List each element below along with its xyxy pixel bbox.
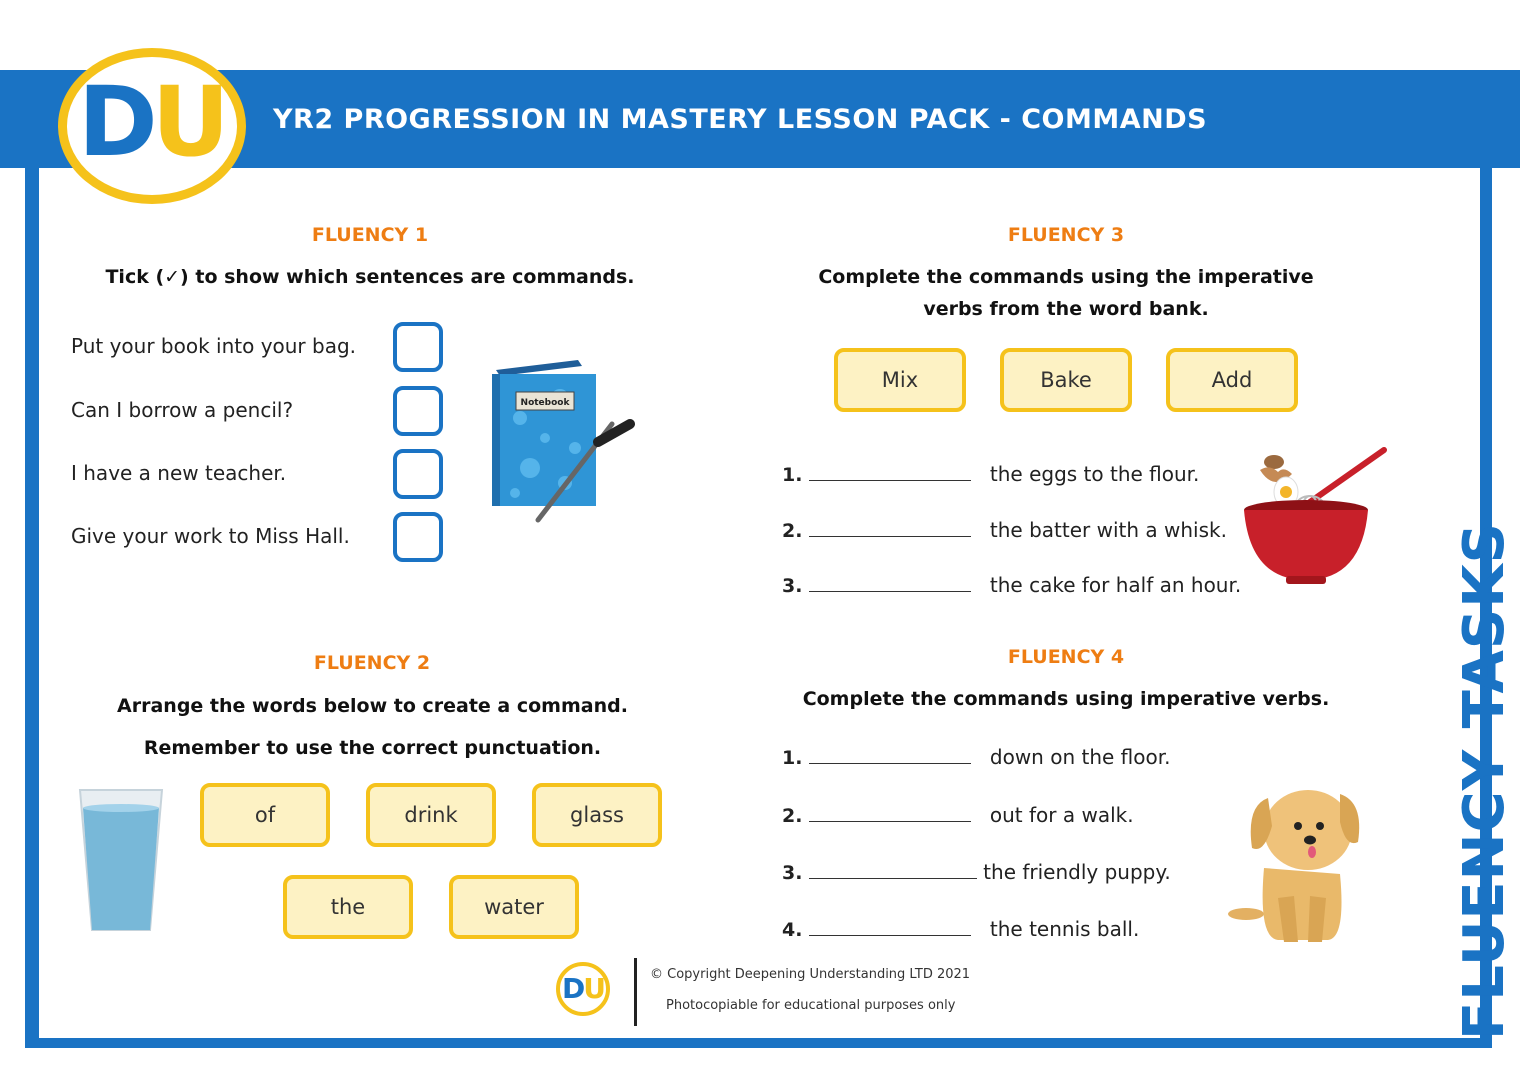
logo-letter-u: U	[151, 66, 230, 178]
word-card[interactable]: of	[200, 783, 330, 847]
word-bank-card[interactable]: Bake	[1000, 348, 1132, 412]
item-number: 2.	[782, 805, 803, 827]
fluency4-item: 1. down on the floor.	[782, 745, 1170, 769]
item-text: the tennis ball.	[989, 917, 1140, 941]
frame-left-border	[25, 168, 39, 1048]
fluency1-title: FLUENCY 1	[311, 224, 429, 246]
fluency1-instruction: Tick (✓) to show which sentences are com…	[105, 266, 635, 288]
tick-box[interactable]	[393, 386, 443, 436]
word-card[interactable]: glass	[532, 783, 662, 847]
answer-blank[interactable]	[808, 935, 971, 936]
footer-divider	[634, 958, 637, 1026]
notebook-label: Notebook	[521, 398, 571, 408]
du-logo-icon	[58, 48, 246, 204]
fluency2-instruction-line2: Remember to use the correct punctuation.	[143, 737, 602, 759]
item-text: down on the floor.	[989, 745, 1171, 769]
word-card[interactable]: water	[449, 875, 579, 939]
word-bank-card[interactable]: Add	[1166, 348, 1298, 412]
page-title: YR2 PROGRESSION IN MASTERY LESSON PACK -…	[273, 104, 1208, 135]
puppy-icon	[1228, 778, 1368, 944]
frame-right-border	[1480, 168, 1492, 1048]
du-logo-letters: DU	[78, 66, 230, 178]
fluency2-title: FLUENCY 2	[313, 652, 431, 674]
answer-blank[interactable]	[808, 878, 977, 879]
footer-logo-letter-u: U	[583, 972, 606, 1005]
fluency1-sentence: I have a new teacher.	[71, 461, 287, 485]
fluency1-sentence: Can I borrow a pencil?	[71, 398, 294, 422]
answer-blank[interactable]	[808, 821, 971, 822]
fluency3-item: 1. the eggs to the flour.	[782, 462, 1199, 486]
item-number: 4.	[782, 919, 803, 941]
item-text: the batter with a whisk.	[989, 518, 1227, 542]
footer-copyright: © Copyright Deepening Understanding LTD …	[650, 967, 971, 982]
header-bar	[0, 70, 1520, 168]
fluency3-title: FLUENCY 3	[1007, 224, 1125, 246]
tick-box[interactable]	[393, 322, 443, 372]
item-number: 3.	[782, 862, 803, 884]
item-number: 1.	[782, 747, 803, 769]
footer-logo-letters: DU	[562, 972, 606, 1005]
fluency1-sentence: Give your work to Miss Hall.	[71, 524, 350, 548]
word-card[interactable]: the	[283, 875, 413, 939]
fluency4-title: FLUENCY 4	[1007, 646, 1125, 668]
mixing-bowl-icon	[1240, 440, 1390, 586]
footer-note: Photocopiable for educational purposes o…	[666, 998, 956, 1013]
fluency1-sentence: Put your book into your bag.	[71, 334, 357, 358]
footer-logo-icon	[556, 962, 610, 1016]
item-text: the eggs to the flour.	[989, 462, 1200, 486]
word-card[interactable]: drink	[366, 783, 496, 847]
fluency3-item: 3. the cake for half an hour.	[782, 573, 1241, 597]
fluency4-instruction: Complete the commands using imperative v…	[802, 688, 1330, 710]
item-text: the friendly puppy.	[983, 860, 1171, 884]
fluency2-instruction-line1: Arrange the words below to create a comm…	[117, 695, 628, 717]
glass-of-water-icon	[78, 786, 164, 934]
item-text: out for a walk.	[989, 803, 1134, 827]
footer-logo-letter-d: D	[562, 972, 585, 1005]
tick-box[interactable]	[393, 449, 443, 499]
fluency4-item: 4. the tennis ball.	[782, 917, 1139, 941]
logo-letter-d: D	[78, 66, 158, 178]
item-number: 1.	[782, 464, 803, 486]
notebook-pen-icon: Notebook	[490, 358, 650, 528]
fluency4-item: 3. the friendly puppy.	[782, 860, 1171, 884]
item-number: 2.	[782, 520, 803, 542]
fluency3-instruction-line1: Complete the commands using the imperati…	[818, 266, 1314, 288]
answer-blank[interactable]	[808, 763, 971, 764]
side-label: FLUENCY TASKS	[1452, 522, 1517, 1040]
word-bank-card[interactable]: Mix	[834, 348, 966, 412]
tick-box[interactable]	[393, 512, 443, 562]
answer-blank[interactable]	[808, 536, 971, 537]
frame-bottom-border	[25, 1038, 1492, 1048]
item-number: 3.	[782, 575, 803, 597]
fluency3-item: 2. the batter with a whisk.	[782, 518, 1227, 542]
item-text: the cake for half an hour.	[989, 573, 1242, 597]
fluency4-item: 2. out for a walk.	[782, 803, 1134, 827]
answer-blank[interactable]	[808, 591, 971, 592]
answer-blank[interactable]	[808, 480, 971, 481]
fluency3-instruction-line2: verbs from the word bank.	[923, 298, 1209, 320]
